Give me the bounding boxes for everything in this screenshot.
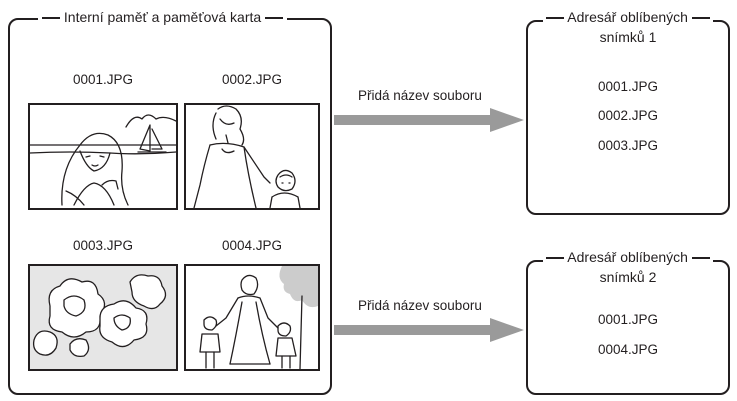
photo-3-thumbnail	[28, 264, 178, 371]
photo-1-thumbnail	[28, 103, 178, 210]
album-2-dash-left	[546, 257, 565, 260]
album-2-title-line1: Adresář oblíbených	[567, 249, 688, 265]
source-storage-title: Interní paměť a paměťová karta	[38, 9, 288, 25]
album-2-dash-right	[691, 257, 710, 260]
album-1-title-line1: Adresář oblíbených	[567, 9, 688, 25]
album-2-file-2: 0004.JPG	[597, 342, 659, 357]
album-2-title-line2: snímků 2	[599, 269, 657, 285]
title-dash-right	[265, 17, 284, 20]
flowers-illustration	[30, 266, 176, 369]
photo-2-thumbnail	[184, 103, 320, 210]
family-walk-illustration	[199, 266, 318, 369]
arrow-1-label: Přidá název souboru	[358, 88, 482, 103]
arrow-1	[334, 108, 524, 132]
album-1-dash-left	[546, 17, 565, 20]
album-1-file-2: 0002.JPG	[597, 108, 659, 123]
mother-child-illustration	[193, 105, 301, 208]
album-1-file-1: 0001.JPG	[597, 79, 659, 94]
photo-1-filename: 0001.JPG	[72, 72, 134, 87]
album-1-file-3: 0003.JPG	[597, 138, 659, 153]
album-1-title: Adresář oblíbených snímků 1	[536, 9, 720, 45]
album-2-file-1: 0001.JPG	[597, 312, 659, 327]
album-1-title-line2: snímků 1	[599, 29, 657, 45]
photo-2-filename: 0002.JPG	[221, 72, 283, 87]
album-1-dash-right	[691, 17, 710, 20]
photo-3-filename: 0003.JPG	[72, 238, 134, 253]
photo-4-thumbnail	[184, 264, 320, 371]
source-title-text: Interní paměť a paměťová karta	[63, 9, 262, 25]
title-dash-left	[42, 17, 60, 20]
woman-portrait-illustration	[30, 114, 176, 206]
album-2-title: Adresář oblíbených snímků 2	[536, 249, 720, 285]
arrow-2	[334, 318, 524, 342]
arrow-2-label: Přidá název souboru	[358, 298, 482, 313]
photo-4-filename: 0004.JPG	[221, 238, 283, 253]
